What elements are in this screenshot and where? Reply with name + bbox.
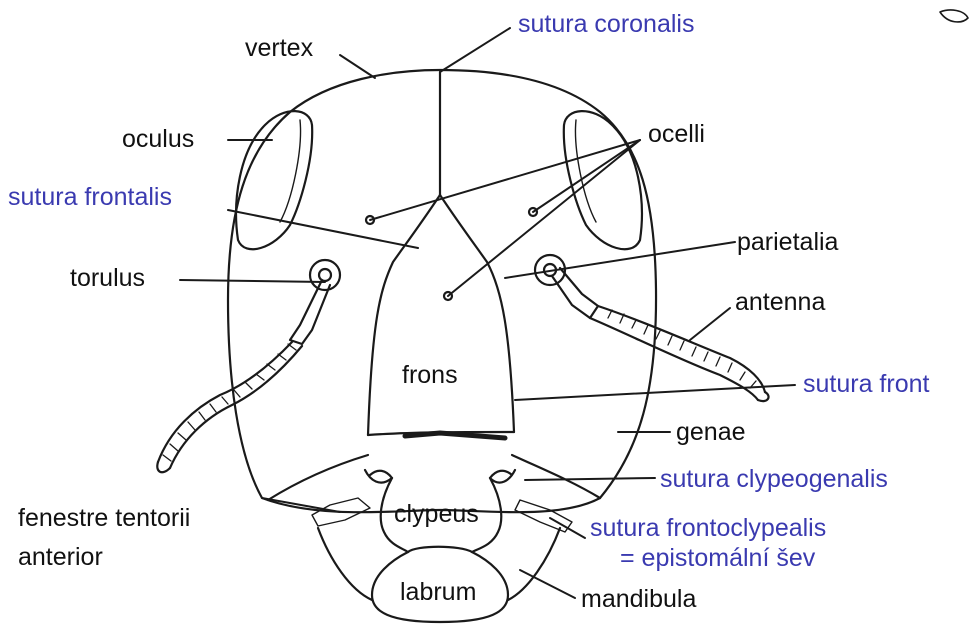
label-torulus: torulus [70, 266, 145, 291]
clypeus-wavy-left [365, 470, 392, 483]
left-antenna-flagellum-a [158, 342, 292, 462]
right-antenna-tip [758, 392, 769, 401]
leader-torulus [180, 280, 325, 282]
clypeogenal-line-right [512, 455, 600, 498]
leader-antenna [690, 308, 730, 340]
label-fenestre-tentorii: fenestre tentorii [18, 506, 190, 531]
clypeogenal-line-left [268, 455, 368, 500]
clypeus-wavy-right [490, 470, 515, 483]
label-oculus: oculus [122, 127, 194, 152]
corner-fragment [940, 10, 968, 22]
label-sutura-coronalis: sutura coronalis [518, 12, 694, 37]
leader-ocelli-b [533, 140, 640, 212]
label-sutura-frontoclypealis: sutura frontoclypealis [590, 516, 826, 541]
torulus-left-outer [310, 260, 340, 290]
label-epistomalni-sev: = epistomální šev [620, 546, 815, 571]
leader-frontalis [228, 210, 418, 248]
leader-coronalis [440, 28, 510, 72]
right-antenna-rings [608, 310, 756, 388]
label-genae: genae [676, 420, 746, 445]
leader-fenestre [262, 498, 340, 512]
label-sutura-frontalis: sutura frontalis [8, 185, 172, 210]
frontal-suture-right [440, 195, 514, 432]
label-ocelli: ocelli [648, 122, 705, 147]
label-frons: frons [402, 363, 458, 388]
mandible-left [318, 528, 372, 600]
leader-frontoclypealis-top [515, 385, 795, 400]
torulus-left-inner [319, 269, 331, 281]
fenestra-right [515, 500, 572, 532]
left-antenna-tip [157, 462, 170, 472]
label-clypeus: clypeus [394, 502, 479, 527]
mandible-right [508, 528, 560, 600]
right-antenna-scape [552, 268, 598, 318]
label-parietalia: parietalia [737, 230, 838, 255]
label-antenna: antenna [735, 290, 825, 315]
leader-vertex [340, 55, 375, 78]
label-mandibula: mandibula [581, 587, 696, 612]
frontoclypeal-thick [405, 433, 505, 438]
frontal-suture-left [368, 195, 440, 435]
label-sutura-clypeogenalis: sutura clypeogenalis [660, 467, 888, 492]
label-anterior: anterior [18, 545, 103, 570]
label-sutura-front-cut: sutura front [803, 372, 929, 397]
head-capsule-outline [228, 70, 656, 512]
label-vertex: vertex [245, 36, 313, 61]
label-labrum: labrum [400, 580, 476, 605]
leader-ocelli-a [370, 140, 640, 220]
leader-clypeogenalis [525, 478, 655, 480]
